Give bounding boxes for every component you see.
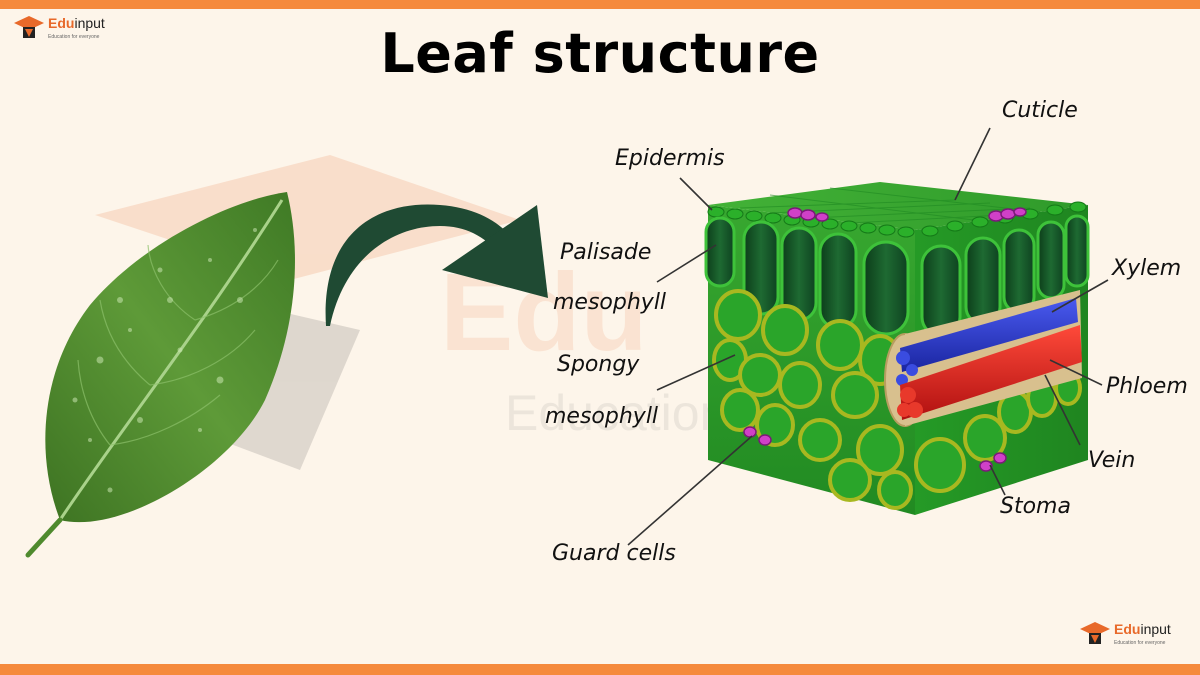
label-epidermis: Epidermis [615,146,725,171]
cross-section-block [704,182,1090,515]
label-palisade-1: Palisade [560,240,652,265]
leaf-image [25,192,295,558]
top-accent-bar [0,0,1200,9]
brand-logo-top[interactable]: Eduinput Education for everyone [14,14,105,40]
label-spongy-2: mesophyll [545,404,659,429]
label-xylem: Xylem [1112,256,1182,281]
label-vein: Vein [1088,448,1136,473]
brand-name-b: input [1140,620,1171,637]
curved-arrow [325,204,548,326]
label-guard-cells: Guard cells [552,541,676,566]
graduation-cap-icon [14,16,44,38]
label-phloem: Phloem [1106,374,1188,399]
stomata [743,207,1027,472]
label-cuticle: Cuticle [1002,98,1078,123]
leader-lines [627,127,1109,546]
label-palisade-2: mesophyll [553,290,667,315]
label-spongy-1: Spongy [557,352,640,377]
page-title: Leaf structure [380,22,820,85]
graduation-cap-icon [1080,622,1110,644]
label-stoma: Stoma [1000,494,1071,519]
brand-tagline: Education for everyone [48,33,100,40]
phloem-tubes [897,325,1082,420]
bottom-accent-bar [0,664,1200,675]
brand-name-b: input [74,14,105,31]
brand-tagline: Education for everyone [1114,639,1166,646]
brand-logo-bottom[interactable]: Eduinput Education for everyone [1080,620,1171,646]
xylem-tubes [896,298,1078,386]
brand-name-a: Edu [1114,620,1141,637]
brand-name-a: Edu [48,14,75,31]
